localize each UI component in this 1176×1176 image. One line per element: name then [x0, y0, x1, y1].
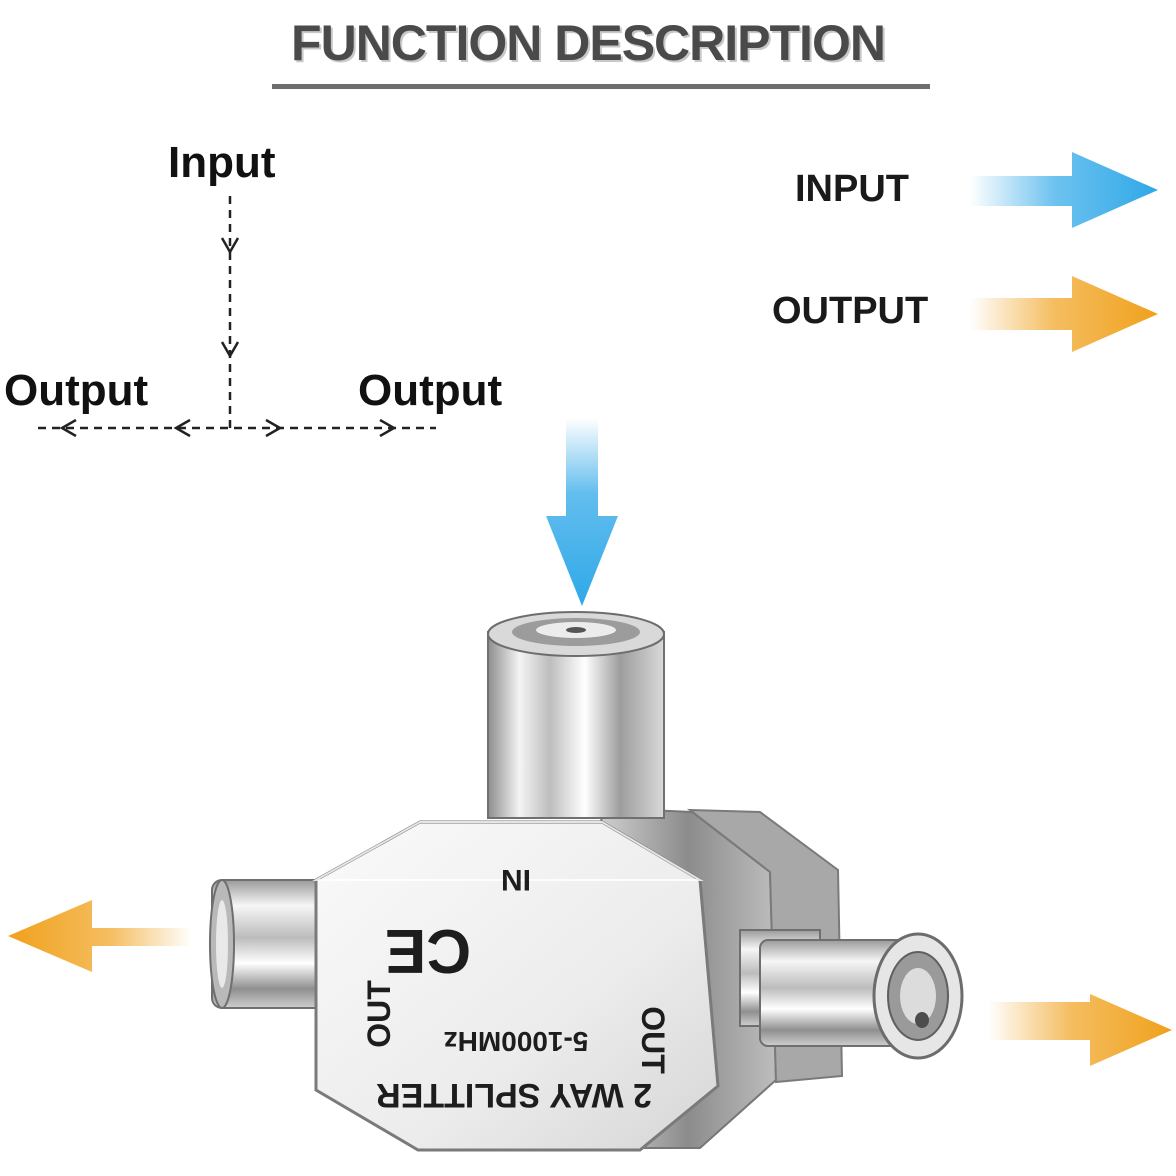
ce-mark: CE — [385, 916, 471, 985]
splitter-device: IN CE OUT OUT 5-1000MHz 2 WAY SPLITTER — [209, 611, 964, 1152]
flow-output-left-label: Output — [4, 366, 149, 415]
flow-input-label: Input — [168, 138, 276, 187]
device-input-arrow-icon — [546, 418, 618, 606]
device-output-left-arrow-icon — [8, 900, 192, 972]
device-out-right-label: OUT — [635, 1006, 671, 1074]
flow-diagram-lines — [38, 196, 436, 430]
legend-output-label: OUTPUT — [772, 290, 929, 332]
flow-arrowheads — [59, 237, 397, 438]
legend-input-arrow-icon — [970, 152, 1158, 228]
device-out-left-label: OUT — [361, 980, 397, 1048]
top-in-connector — [487, 611, 665, 819]
legend-output-arrow-icon — [970, 276, 1158, 352]
device-model-label: 2 WAY SPLITTER — [376, 1076, 652, 1114]
flow-output-right-label: Output — [358, 366, 503, 415]
legend-input-label: INPUT — [795, 168, 909, 210]
device-frequency-label: 5-1000MHz — [444, 1026, 589, 1057]
page-title: FUNCTION DESCRIPTION — [291, 15, 886, 71]
device-output-right-arrow-icon — [988, 994, 1172, 1066]
device-in-label: IN — [501, 863, 531, 896]
title-underline — [272, 84, 930, 89]
left-out-connector — [209, 879, 331, 1009]
right-out-connector — [739, 929, 964, 1060]
